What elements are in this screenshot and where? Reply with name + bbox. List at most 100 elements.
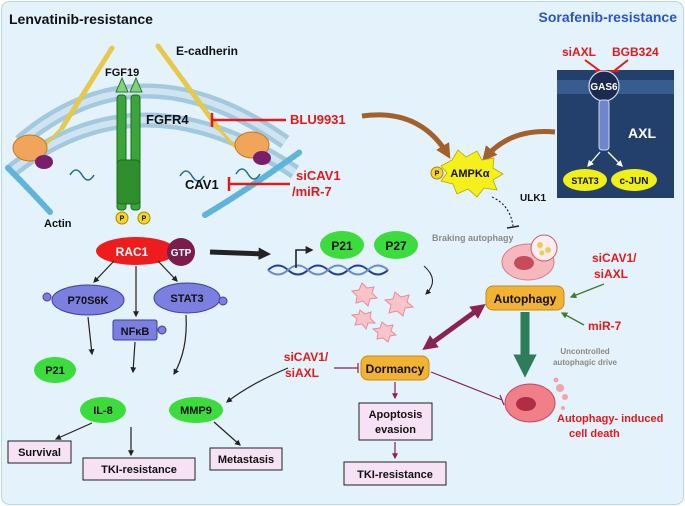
fgfr4-label: FGFR4: [146, 112, 189, 127]
phospho-left-label: P: [120, 216, 125, 223]
autophagy-box: [485, 285, 565, 311]
cav1-label: CAV1: [185, 177, 219, 192]
metastasis-box: [209, 447, 283, 471]
axl-receptor: [598, 99, 610, 151]
sorafenib-title: Sorafenib-resistance: [539, 9, 678, 25]
axl-downstream-arrows: [587, 151, 623, 167]
fgfr4-receptor: [116, 94, 141, 211]
phospho-right-label: P: [142, 216, 147, 223]
tki-left-label: TKI-resistance: [101, 464, 177, 476]
cjun-node: [611, 169, 657, 191]
dna-helix: [267, 264, 389, 276]
gas6-label: GAS6: [590, 82, 618, 93]
ampk-label: AMPKα: [450, 168, 489, 180]
mmp9-node: [169, 397, 223, 423]
axl-stat3-node: [563, 169, 607, 191]
p27-label: P27: [385, 239, 407, 253]
dormancy-inhibition: [334, 363, 359, 373]
stat3-label: STAT3: [170, 293, 203, 305]
adaptor-proteins: [12, 131, 271, 169]
braking-autophagy-label: Braking autophagy: [432, 233, 514, 243]
e-cadherin-label: E-cadherin: [176, 44, 238, 58]
dormancy-box: [360, 355, 430, 381]
phospho-right: [137, 211, 151, 225]
lenvatinib-title: Lenvatinib-resistance: [9, 11, 153, 27]
rac1-to-nucleus-arrow: [209, 247, 271, 260]
cell-death-label-1: Autophagy- induced: [557, 413, 663, 425]
nfkb-label: NFκB: [121, 326, 150, 338]
rac1-node: [96, 237, 176, 265]
uncontrolled-label-1: Uncontrolled: [560, 347, 609, 356]
ulk1-label: ULK1: [520, 193, 547, 204]
p21-left-node: [34, 357, 76, 383]
cell-death-label-2: cell death: [569, 428, 620, 440]
dormancy-siaxl-label: siAXL: [285, 366, 319, 380]
apoptosis-label-1: Apoptosis: [369, 409, 423, 421]
axl-to-ampk-arrow: [482, 129, 556, 162]
p21-nucleus-node: [320, 231, 364, 259]
dormant-cells-cluster: [350, 282, 415, 343]
rac1-label: RAC1: [116, 245, 149, 259]
il8-label: IL-8: [93, 405, 113, 417]
fgf19-ligand: [115, 76, 143, 93]
cjun-label: c-JUN: [620, 176, 649, 187]
axl-stat3-label: STAT3: [571, 176, 598, 186]
ampk-burst: [440, 149, 504, 198]
mir7-to-autophagy-arrow: [560, 312, 585, 326]
p70s6k-label: P70S6K: [68, 295, 109, 307]
il8-node: [80, 397, 126, 423]
survival-box: [7, 440, 72, 464]
survival-label: Survival: [18, 447, 61, 459]
p21-left-label: P21: [45, 365, 65, 377]
gtp-label: GTP: [171, 248, 192, 259]
tki-right-label: TKI-resistance: [357, 469, 433, 481]
autophagy-sicav1-label: siCAV1/: [592, 251, 637, 265]
autophagic-cell: [501, 234, 558, 281]
phospho-left: [115, 211, 129, 225]
p21-nucleus-label: P21: [331, 239, 353, 253]
p70s6k-node: [51, 284, 125, 316]
sicav1-mir7-label-1: siCAV1: [296, 168, 341, 183]
sicav1-mir7-label-2: /miR-7: [292, 184, 332, 199]
sicav1-mir7-inhibition: [227, 177, 290, 191]
mmp9-label: MMP9: [180, 405, 212, 417]
siaxl-top-label: siAXL: [562, 45, 596, 59]
nucleus-to-dormant-arrow: [423, 265, 434, 295]
blu9931-to-ampk-arrow: [361, 112, 451, 159]
dormancy-label: Dormancy: [366, 362, 425, 376]
tki-left-box: [82, 457, 196, 481]
ampk-phospho: [430, 166, 444, 180]
fgf19-label: FGF19: [105, 67, 139, 79]
autophagy-dormancy-double-arrow: [422, 303, 486, 351]
dormancy-sicav1-label: siCAV1/: [284, 350, 329, 364]
axl-label: AXL: [628, 125, 656, 141]
nfkb-node: [112, 319, 158, 341]
autophagy-label: Autophagy: [494, 292, 557, 306]
promoter-arrow: [295, 246, 314, 268]
uncontrolled-label-2: autophagic drive: [553, 358, 618, 367]
ulk1-inhibition-bar: [506, 225, 520, 229]
dying-cell: [504, 377, 568, 423]
stat3-phospho: [218, 296, 228, 306]
nfkb-phospho: [157, 325, 167, 335]
mir7-label: miR-7: [588, 319, 622, 333]
bgb324-label: BGB324: [612, 45, 659, 59]
signaling-arrows: [54, 260, 289, 457]
p27-node: [374, 231, 418, 259]
actin-label: Actin: [44, 218, 72, 230]
tki-right-box: [343, 461, 447, 486]
ampk-phospho-label: P: [435, 171, 440, 178]
p70s6k-phospho: [42, 292, 52, 302]
blu9931-inhibition: [210, 113, 286, 127]
autophagy-siaxl-label: siAXL: [594, 267, 628, 281]
dormancy-to-death-inhibition: [430, 371, 505, 406]
cav1-curls: [69, 168, 261, 182]
apoptosis-label-2: evasion: [375, 424, 416, 436]
gtp-node: [167, 238, 195, 266]
blu9931-label: BLU9931: [290, 112, 346, 127]
apoptosis-evasion-box: [358, 402, 433, 441]
metastasis-label: Metastasis: [218, 454, 274, 466]
sicav1-siaxl-to-autophagy-arrow: [569, 283, 605, 299]
